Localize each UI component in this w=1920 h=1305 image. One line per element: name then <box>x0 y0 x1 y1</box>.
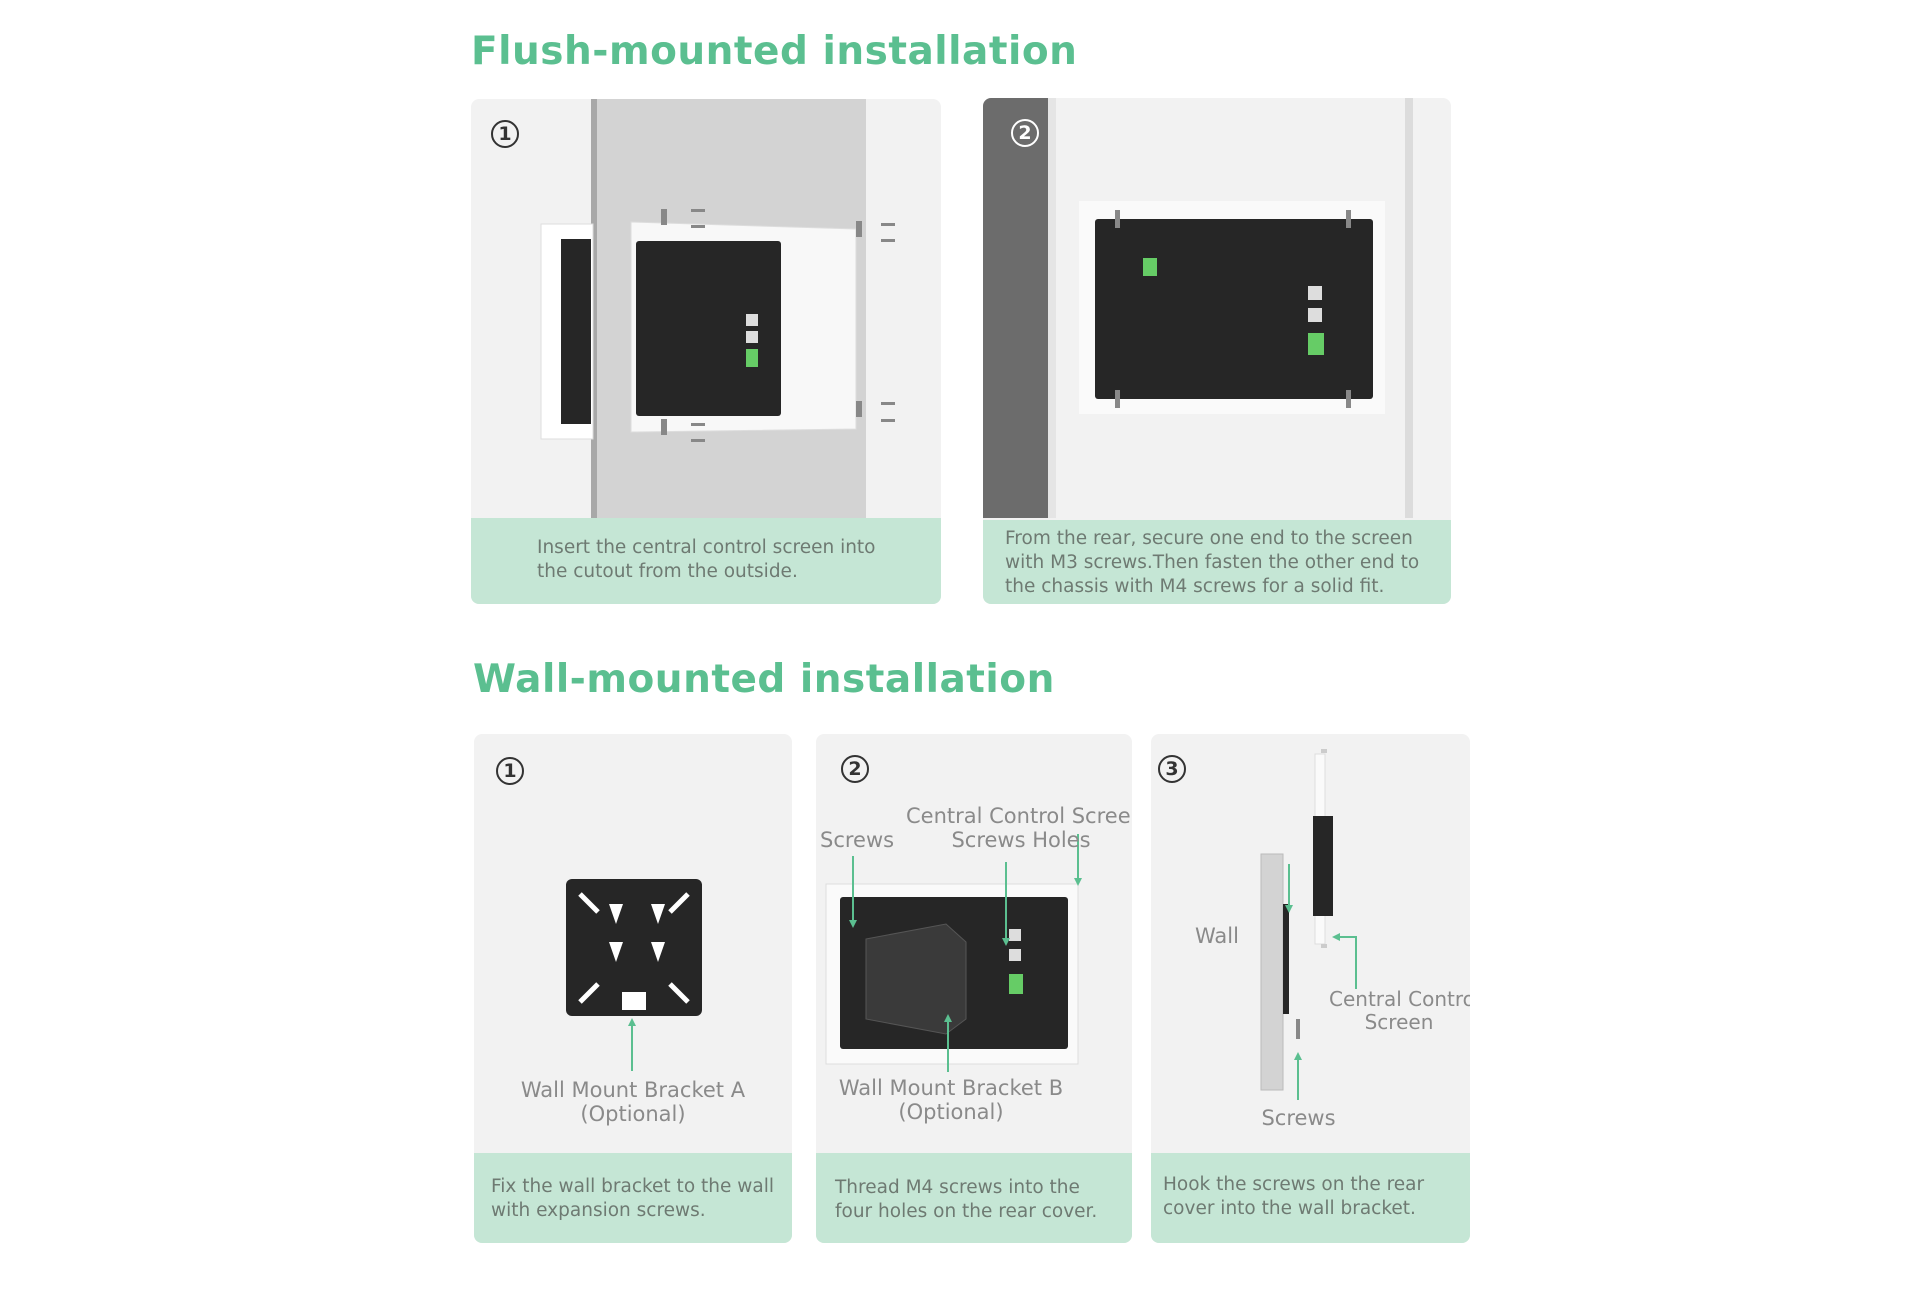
wall-step-1-caption: Fix the wall bracket to the wall with ex… <box>474 1153 792 1243</box>
wall-step-2-caption: Thread M4 screws into the four holes on … <box>816 1153 1132 1243</box>
flush-step-1-card: 1 Insert the central control screen into… <box>471 99 941 604</box>
bracket-a-label-line1: Wall Mount Bracket A <box>520 1078 746 1102</box>
flush-step-2-card: 2 From the rear, secure one end to the s… <box>983 98 1451 604</box>
central-screen-label-line1: Central Control <box>1329 987 1470 1011</box>
wall-step-3-card: 3 Wall Central Control Screen Screws Hoo… <box>1151 734 1470 1243</box>
screw-holes-label-line1: Central Control Screen <box>906 804 1132 828</box>
wall-screws-label: Screws <box>1261 1106 1336 1130</box>
wall-mount-bracket-a-icon <box>566 879 702 1016</box>
flush-step-2-number: 2 <box>1011 119 1039 147</box>
wall-step-2-card: 2 Screws Central Control Screen Screws H… <box>816 734 1132 1243</box>
wall-step-1-number: 1 <box>496 757 524 785</box>
wall-step-2-number: 2 <box>841 755 869 783</box>
bracket-b-label: Wall Mount Bracket B (Optional) <box>816 1076 1086 1124</box>
wall-section-title: Wall-mounted installation <box>473 657 1055 702</box>
wall-step-1-illustration <box>566 879 702 1071</box>
wall-label: Wall <box>1195 924 1239 948</box>
wall-step-3-caption: Hook the screws on the rear cover into t… <box>1151 1153 1470 1243</box>
wall-step-1-card: 1 Wall Mount Bracket A (Optional) Fix th… <box>474 734 792 1243</box>
wall-step-3-illustration <box>1260 749 1357 1100</box>
central-screen-label: Central Control Screen <box>1329 987 1470 1034</box>
wall-step-3-number: 3 <box>1158 755 1186 783</box>
screws-label: Screws <box>820 828 895 852</box>
screw-holes-label-line2: Screws Holes <box>951 828 1091 853</box>
bracket-a-label-line2: (Optional) <box>580 1102 686 1127</box>
wall-step-2-illustration <box>825 834 1082 1072</box>
flush-step-1-caption: Insert the central control screen into t… <box>471 518 941 604</box>
flush-step-2-caption: From the rear, secure one end to the scr… <box>983 520 1451 604</box>
bracket-a-label: Wall Mount Bracket A (Optional) <box>474 1078 792 1126</box>
flush-step-1-number: 1 <box>491 120 519 148</box>
flush-step-2-illustration <box>983 98 1413 518</box>
flush-step-1-illustration <box>540 99 895 519</box>
central-screen-label-line2: Screen <box>1364 1010 1434 1034</box>
bracket-b-label-line1: Wall Mount Bracket B <box>838 1076 1064 1100</box>
bracket-b-label-line2: (Optional) <box>898 1100 1004 1125</box>
screw-holes-label: Central Control Screen Screws Holes <box>906 804 1132 852</box>
flush-section-title: Flush-mounted installation <box>471 29 1078 74</box>
